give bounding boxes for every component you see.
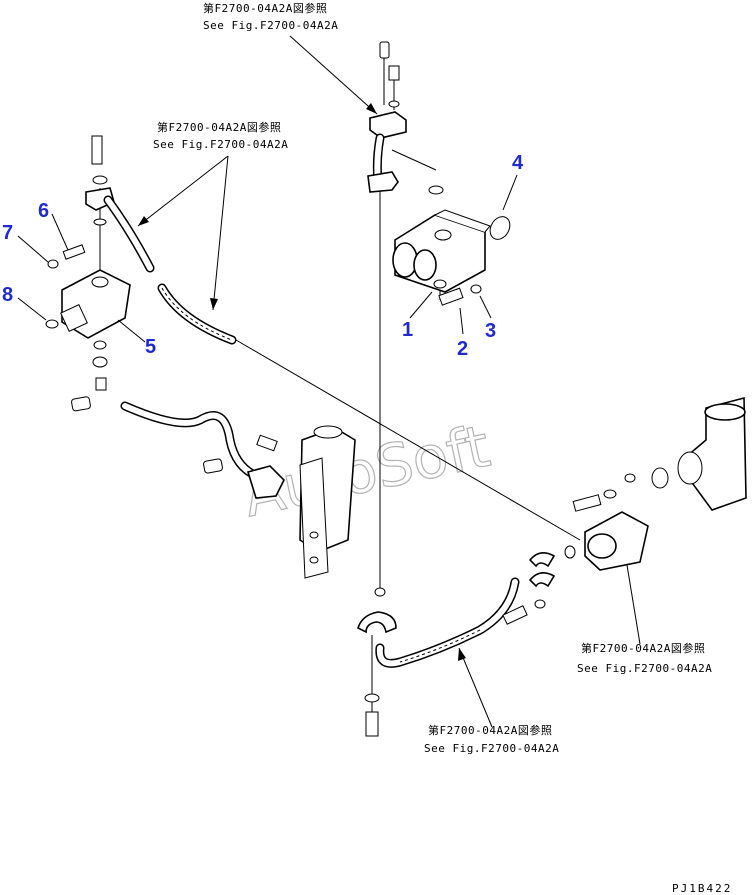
bottom-tube-assembly bbox=[357, 552, 556, 737]
callout-3: 3 bbox=[485, 320, 496, 342]
callout-2: 2 bbox=[457, 338, 468, 360]
reference-jp: 第F2700-04A2A図参照 bbox=[157, 120, 281, 134]
drawing-code: PJ1B422 bbox=[672, 882, 732, 895]
left-hose bbox=[157, 283, 237, 345]
reference-jp: 第F2700-04A2A図参照 bbox=[428, 723, 552, 737]
pump-part-5 bbox=[45, 135, 155, 412]
reference-en: See Fig.F2700-04A2A bbox=[424, 742, 559, 755]
callout-numbers: 1 2 3 4 5 6 7 8 bbox=[2, 152, 524, 360]
callout-8: 8 bbox=[2, 284, 13, 306]
callout-7: 7 bbox=[2, 222, 13, 244]
reference-label-top: 第F2700-04A2A図参照 See Fig.F2700-04A2A bbox=[203, 1, 338, 32]
top-tube-assembly bbox=[367, 41, 444, 195]
callout-5: 5 bbox=[145, 336, 156, 358]
reference-leaders bbox=[137, 35, 641, 728]
lower-left-hose bbox=[120, 401, 285, 499]
reference-jp: 第F2700-04A2A図参照 bbox=[581, 641, 705, 655]
right-elbow-assembly bbox=[564, 396, 747, 571]
reference-label-bottom: 第F2700-04A2A図参照 See Fig.F2700-04A2A bbox=[424, 723, 559, 755]
bracket-tank bbox=[299, 425, 356, 579]
callout-6: 6 bbox=[38, 200, 49, 222]
callout-1: 1 bbox=[402, 319, 413, 341]
pump-part-1 bbox=[392, 209, 511, 306]
reference-en: See Fig.F2700-04A2A bbox=[153, 138, 288, 151]
callout-4: 4 bbox=[512, 152, 524, 174]
reference-label-left: 第F2700-04A2A図参照 See Fig.F2700-04A2A bbox=[153, 120, 288, 151]
reference-label-right: 第F2700-04A2A図参照 See Fig.F2700-04A2A bbox=[577, 641, 712, 675]
reference-en: See Fig.F2700-04A2A bbox=[203, 19, 338, 32]
watermark: AutoSoft bbox=[238, 412, 496, 530]
reference-jp: 第F2700-04A2A図参照 bbox=[203, 1, 327, 15]
reference-en: See Fig.F2700-04A2A bbox=[577, 662, 712, 675]
